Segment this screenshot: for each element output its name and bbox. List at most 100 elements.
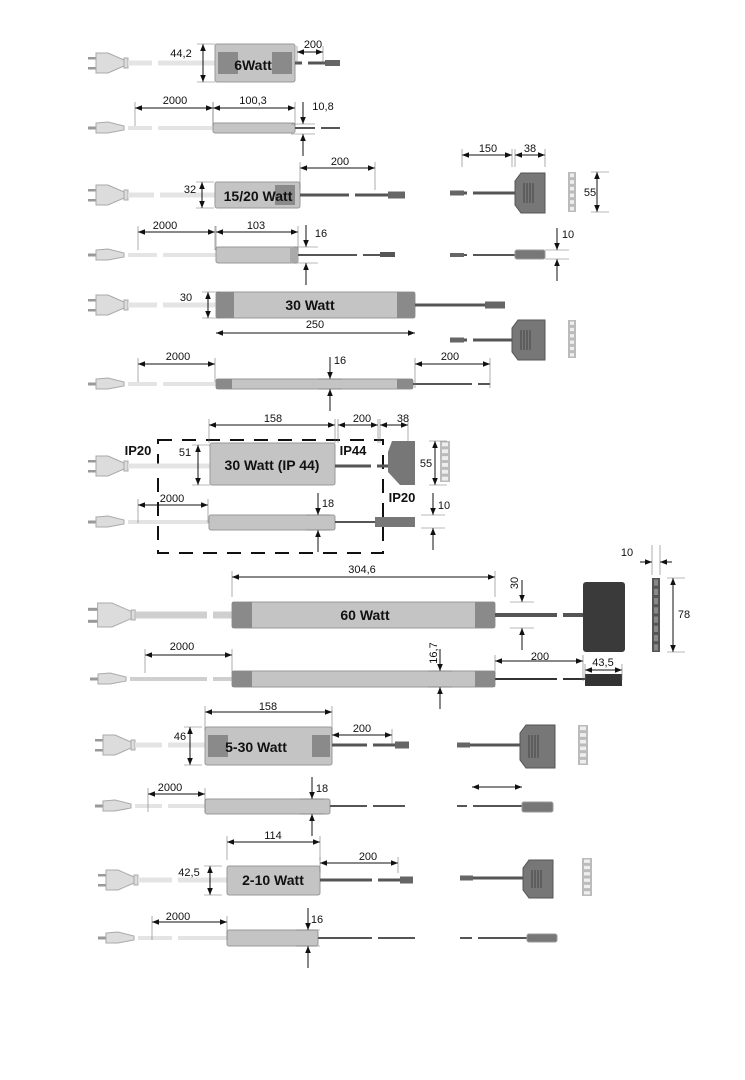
plug-side-icon <box>88 515 125 528</box>
socket <box>570 353 574 357</box>
connector <box>450 337 464 343</box>
dim-hub-thickness: 10 <box>438 500 450 512</box>
end-cap <box>312 735 330 757</box>
plug-body <box>95 52 125 74</box>
dim-thickness: 18 <box>322 498 334 510</box>
distributor-hub <box>388 441 415 485</box>
socket <box>580 746 586 751</box>
plug-body <box>95 455 125 477</box>
product-title: 30 Watt (IP 44) <box>225 457 320 473</box>
socket <box>570 340 574 344</box>
power-supply-body <box>204 798 331 815</box>
socket <box>442 442 448 447</box>
plug-side-icon <box>95 799 132 812</box>
plug-body <box>105 931 135 944</box>
dim-hub-thickness: 10 <box>562 229 574 241</box>
socket-strip <box>568 172 576 212</box>
plug-pin <box>88 619 98 623</box>
dim-cable-in: 2000 <box>160 493 184 505</box>
socket <box>442 463 448 467</box>
dim-length: 100,3 <box>239 95 267 107</box>
plug-pin <box>88 199 96 202</box>
plug-body <box>95 248 125 261</box>
socket-strip <box>652 578 660 652</box>
dim-length: 158 <box>264 413 282 425</box>
socket-strip <box>440 441 450 482</box>
plug-pin <box>90 677 98 681</box>
connector <box>388 191 405 199</box>
socket <box>570 186 574 191</box>
plug-pin <box>95 739 103 742</box>
dim-length: 158 <box>259 701 277 713</box>
dim-cable-out: 200 <box>304 39 322 51</box>
plug-body <box>102 734 132 756</box>
socket <box>570 346 574 351</box>
plug-collar <box>133 874 139 886</box>
socket <box>442 449 448 454</box>
dim-hub-height: 55 <box>420 458 432 470</box>
plug-icon <box>88 602 136 628</box>
hub-side <box>585 674 622 686</box>
socket <box>580 759 586 764</box>
power-supply-body <box>208 514 336 531</box>
dim-cable-in: 2000 <box>158 782 182 794</box>
dim-hub-depth: 43,5 <box>592 657 613 669</box>
plug-side-icon <box>88 377 125 390</box>
socket <box>570 321 574 325</box>
end-cap <box>397 292 415 318</box>
socket <box>570 206 574 211</box>
plug-pin <box>88 57 96 60</box>
plug-body <box>95 294 125 316</box>
plug-side-icon <box>90 672 127 685</box>
ip-rating-plug: IP20 <box>125 443 152 458</box>
product-title: 30 Watt <box>285 297 335 313</box>
dim-thickness: 16 <box>315 228 327 240</box>
plug-icon <box>88 455 129 477</box>
product-title: 60 Watt <box>340 607 390 623</box>
end-cap <box>475 671 495 687</box>
socket <box>654 579 658 586</box>
socket <box>584 891 590 895</box>
socket <box>442 456 448 460</box>
socket-strip <box>582 858 592 896</box>
product-title: 2-10 Watt <box>242 872 304 888</box>
socket <box>580 739 586 744</box>
end-cap <box>208 735 228 757</box>
plug-body <box>95 515 125 528</box>
plug-pin <box>95 749 103 752</box>
socket <box>654 607 658 614</box>
connector <box>450 253 464 257</box>
dim-height: 30 <box>180 292 192 304</box>
dim-cable-out: 200 <box>531 651 549 663</box>
end-cap <box>397 379 413 389</box>
end-cap <box>272 52 292 74</box>
dim-length: 250 <box>306 319 324 331</box>
product-title: 6Watt <box>234 57 272 73</box>
power-supply-body <box>514 249 546 260</box>
plug-pin <box>88 126 96 130</box>
plug-collar <box>130 739 136 751</box>
product-title: 5-30 Watt <box>225 739 287 755</box>
plug-collar <box>123 299 129 311</box>
power-supply-body <box>231 670 496 688</box>
plug-pin <box>88 309 96 312</box>
plug-side-icon <box>88 121 125 134</box>
socket <box>580 733 586 737</box>
plug-side-icon <box>98 931 135 944</box>
plug-collar <box>123 189 129 201</box>
distributor-hub <box>511 319 546 361</box>
plug-body <box>95 377 125 390</box>
plug-pin <box>88 607 98 611</box>
socket <box>584 872 590 876</box>
dim-cable-in: 2000 <box>166 351 190 363</box>
socket <box>654 644 658 651</box>
socket <box>570 180 574 184</box>
distributor-hub <box>583 582 625 652</box>
dim-hub-depth: 38 <box>397 413 409 425</box>
socket <box>570 334 574 338</box>
plug-pin <box>88 460 96 463</box>
socket <box>570 193 574 198</box>
plug-icon <box>95 734 136 756</box>
dim-hub-cable: 150 <box>479 143 497 155</box>
